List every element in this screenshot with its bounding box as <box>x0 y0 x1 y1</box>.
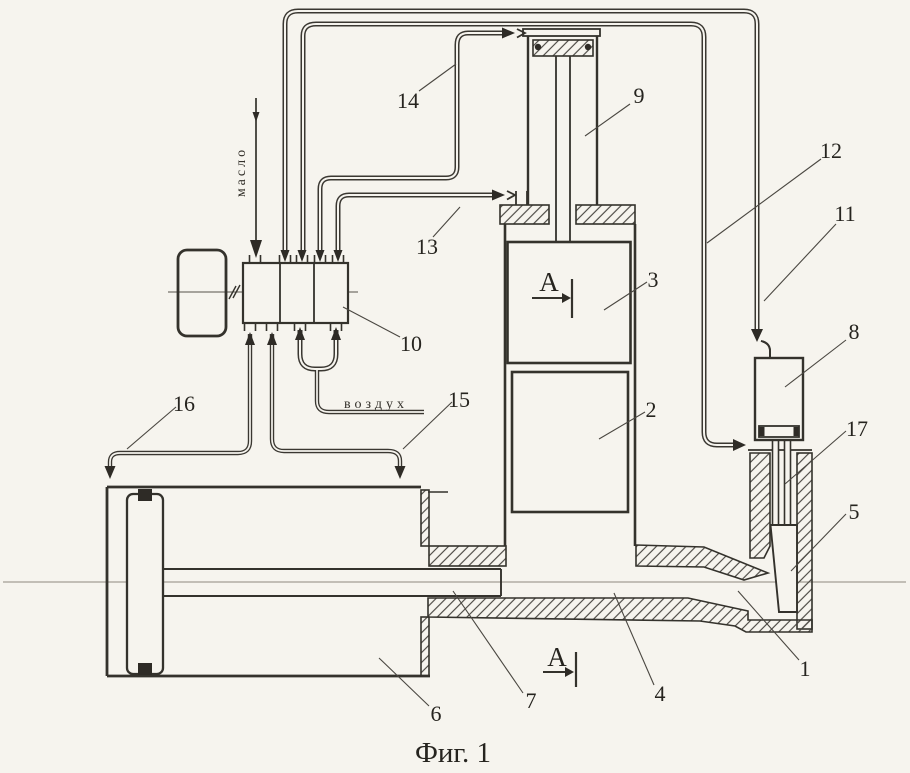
valve-body-right-wall <box>796 452 813 630</box>
neck-stubs <box>515 191 528 205</box>
section-letter-bottom: А <box>547 642 567 672</box>
label-3: 3 <box>648 267 659 292</box>
pipe-12-loop-to-spray-valve <box>300 21 746 451</box>
label-2: 2 <box>646 397 657 422</box>
drive-motor <box>176 248 228 338</box>
label-14: 14 <box>397 88 419 113</box>
section-mark-top: А <box>532 267 574 318</box>
tube-upper-flange <box>428 545 507 567</box>
label-15: 15 <box>448 387 470 412</box>
label-17: 17 <box>846 416 868 441</box>
label-4: 4 <box>655 681 666 706</box>
air-label: воздух <box>344 397 408 412</box>
oil-supply-arrow <box>250 98 262 258</box>
label-9: 9 <box>634 83 645 108</box>
label-16: 16 <box>173 391 195 416</box>
leader-lines <box>126 63 847 707</box>
piston-2 <box>510 370 630 514</box>
upper-cylinder <box>515 28 601 242</box>
oil-piston <box>125 492 165 676</box>
label-5: 5 <box>849 499 860 524</box>
section-mark-bottom: А <box>543 642 578 687</box>
pipe-11-loop-to-air-cylinder <box>282 8 771 358</box>
label-13: 13 <box>416 234 438 259</box>
rod-7 <box>163 568 502 597</box>
valve-body-left-wall <box>749 452 771 559</box>
pipe-16-left-manifold <box>104 332 255 479</box>
label-10: 10 <box>400 331 422 356</box>
label-11: 11 <box>834 201 855 226</box>
plunger-5 <box>769 524 798 613</box>
oil-cylinder <box>105 485 507 678</box>
pipe-13-to-cylinder-neck <box>335 189 517 250</box>
valve-inlet-arrows <box>280 250 343 262</box>
label-1: 1 <box>800 656 811 681</box>
air-cylinder-piston <box>758 425 800 438</box>
piston-rod <box>555 56 571 242</box>
working-cylinder <box>499 204 637 546</box>
control-valve-block <box>241 255 350 331</box>
pipe-14-to-upper-cylinder <box>317 27 527 250</box>
oil-label: масло <box>234 147 249 197</box>
label-12: 12 <box>820 138 842 163</box>
pipe-15-right-manifold <box>267 332 406 479</box>
nozzle-lower-wall-base <box>427 597 813 633</box>
spray-valve-assembly <box>427 340 813 633</box>
shaft-break-mark <box>228 284 241 300</box>
part-labels: 14 13 9 12 11 8 3 2 17 5 10 15 16 1 4 7 … <box>173 83 868 726</box>
air-cylinder-inlet <box>760 340 771 358</box>
section-letter-top: А <box>539 267 559 297</box>
label-6: 6 <box>431 701 442 726</box>
label-7: 7 <box>526 688 537 713</box>
label-8: 8 <box>849 319 860 344</box>
piston-3 <box>506 240 632 365</box>
figure-caption: Фиг. 1 <box>415 737 491 769</box>
spool-rod-right <box>783 436 792 526</box>
air-u-manifold <box>295 327 424 415</box>
spool-rod-left <box>771 436 780 526</box>
nozzle-upper-wall <box>635 544 771 581</box>
